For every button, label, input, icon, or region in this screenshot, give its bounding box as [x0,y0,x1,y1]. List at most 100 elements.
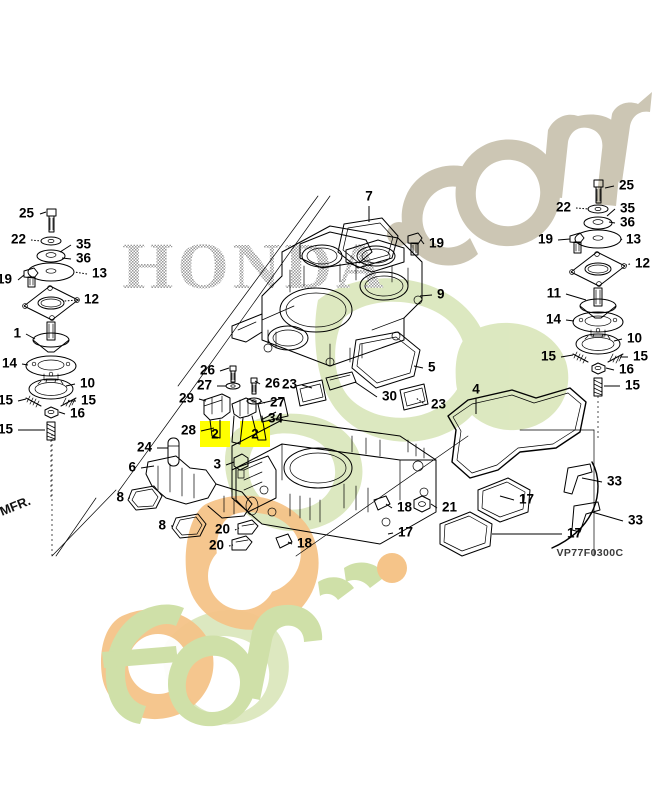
part-34-plate [257,397,289,423]
part-33-seal-a [563,463,593,495]
callout-numbers: 25 22 35 36 13 19 12 1 14 10 15 15 16 15… [0,178,650,553]
callout-26-b: 26 [265,376,281,391]
callout-17-a: 17 [398,525,413,540]
lower-crankcase-assembly [231,419,437,545]
callout-13-left: 13 [92,266,108,281]
part-13-plate-right [574,229,622,249]
for-script-watermark [102,553,407,727]
callout-21: 21 [442,500,458,515]
right-exploded-assembly [569,179,627,440]
callout-30: 30 [382,389,397,404]
part-5-gasket [351,331,421,389]
callout-28: 28 [181,423,197,438]
callout-15-left-a: 15 [0,393,13,408]
callout-3: 3 [213,457,221,472]
callout-18-a: 18 [397,500,413,515]
part-1-shaft-left [32,321,70,353]
part-7-gasket [337,217,399,269]
callout-16-right: 16 [619,362,635,377]
callout-4: 4 [472,382,480,397]
part-26-bolt-b [250,377,258,395]
callout-34: 34 [268,411,284,426]
part-17-seal-b [439,511,493,557]
mfr-label: MFR. [0,493,33,519]
callout-35-right: 35 [620,201,636,216]
callout-2-b: 2 [251,427,259,442]
part-26-bolt-a [229,365,237,383]
part-35-36-left [36,249,66,263]
part-19-left [23,267,39,288]
callout-36-left: 36 [76,251,92,266]
callout-8-a: 8 [116,490,124,505]
callout-17-c: 17 [567,526,582,541]
callout-8-b: 8 [158,518,166,533]
callout-10-right: 10 [627,331,642,346]
callout-2-a: 2 [211,427,219,442]
part-12-body-right [569,251,627,287]
callout-14-left: 14 [2,356,18,371]
side-parts [127,437,431,551]
callout-22-left: 22 [11,232,26,247]
part-14-plate-left [25,355,77,381]
callout-15-right-c: 15 [625,378,641,393]
callout-20-a: 20 [215,522,230,537]
callout-25-right: 25 [619,178,635,193]
part-20-clip-a [237,519,259,535]
callout-9: 9 [437,287,445,302]
callout-17-b: 17 [519,492,534,507]
leader-lines [17,185,631,547]
callout-1-left: 1 [13,326,21,341]
part-15-spring-right-b [607,353,624,364]
callout-19-center: 19 [429,236,444,251]
callout-15-right-b: 15 [633,349,649,364]
callout-15-right-a: 15 [541,349,557,364]
part-16-nut-right [591,362,606,375]
callout-25-left: 25 [19,206,35,221]
part-18-dowel-b [275,533,293,549]
part-10-ring-right [575,333,621,355]
callout-33-b: 33 [628,513,644,528]
part-23-seal-a [295,379,327,407]
callout-5: 5 [428,360,436,375]
callout-20-b: 20 [209,538,224,553]
callout-10-left: 10 [80,376,95,391]
part-8-gasket-b [171,513,207,539]
highlight-box-2a [200,421,230,447]
part-22-washer-right [587,204,609,214]
part-25-bolt-left [46,208,57,233]
part-10-ring-left [28,378,74,400]
part-number-label: VP77F0300C [556,547,623,559]
mfr-text: MFR. [0,493,33,519]
part-15-spring-right-a [572,351,589,364]
part-8-gasket-a [127,485,163,511]
callout-24: 24 [137,440,153,455]
callout-23-a: 23 [282,377,298,392]
part-12-body-left [22,285,80,321]
part-17-seal-a [477,477,531,523]
part-24-pin [167,437,180,467]
callout-33-a: 33 [607,474,623,489]
callout-26-a: 26 [200,363,216,378]
part-29-28-bracket [203,393,231,439]
callout-35-left: 35 [76,237,92,252]
callout-29: 29 [179,391,194,406]
part-20-clip-b [231,535,253,551]
callout-19-right: 19 [538,232,553,247]
part-33-seal-b [571,501,601,533]
callout-14-right: 14 [546,312,562,327]
part-18-dowel-a [373,495,391,511]
callout-7: 7 [365,189,373,204]
part-11-shaft-right [579,287,617,319]
callout-27-b: 27 [270,395,285,410]
callout-16-left: 16 [70,406,86,421]
part-9-upper-crankcase [231,225,423,367]
callout-13-right: 13 [626,232,642,247]
part-2-bracket-a [231,397,257,445]
part-3-plug [233,453,249,479]
upper-crankcase-assembly [203,217,429,445]
part-21-nut [413,495,431,513]
